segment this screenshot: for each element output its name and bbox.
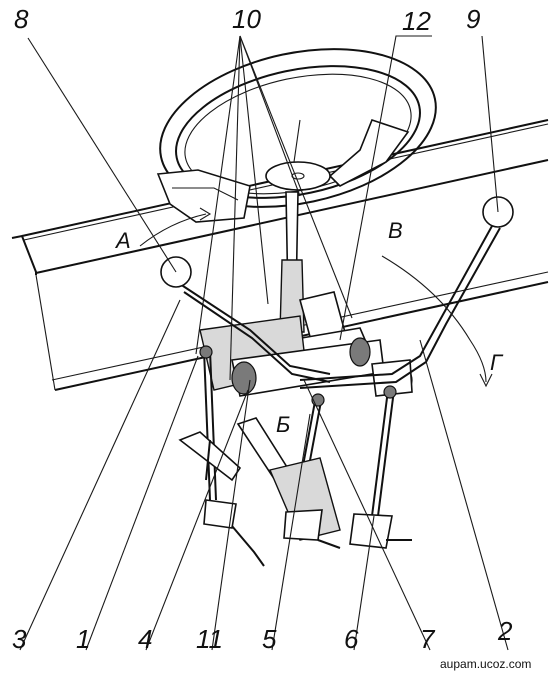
callout-7: 7 — [420, 624, 436, 654]
marker-v: В — [388, 218, 403, 243]
callout-2: 2 — [497, 616, 513, 646]
letter-markers: А Б В Г — [114, 218, 504, 437]
marker-b: Б — [276, 412, 290, 437]
callout-6: 6 — [344, 624, 359, 654]
marker-g: Г — [490, 350, 504, 375]
steering-mechanism — [199, 291, 413, 397]
callout-4: 4 — [138, 624, 152, 654]
callout-1: 1 — [76, 624, 90, 654]
callout-labels: 8 10 12 9 3 1 4 11 5 6 7 2 — [12, 4, 513, 654]
watermark: aupam.ucoz.com — [440, 657, 531, 671]
leader-lines — [19, 35, 509, 651]
left-lever — [160, 256, 331, 383]
callout-8: 8 — [14, 4, 29, 34]
callout-12: 12 — [402, 6, 431, 36]
direction-arrows — [139, 207, 493, 388]
callout-5: 5 — [262, 624, 277, 654]
steering-wheel — [156, 48, 437, 333]
callout-11: 11 — [196, 624, 223, 654]
callout-3: 3 — [12, 624, 27, 654]
pedals — [178, 417, 412, 567]
callout-9: 9 — [466, 4, 480, 34]
callout-10: 10 — [232, 4, 261, 34]
marker-a: А — [114, 228, 131, 253]
